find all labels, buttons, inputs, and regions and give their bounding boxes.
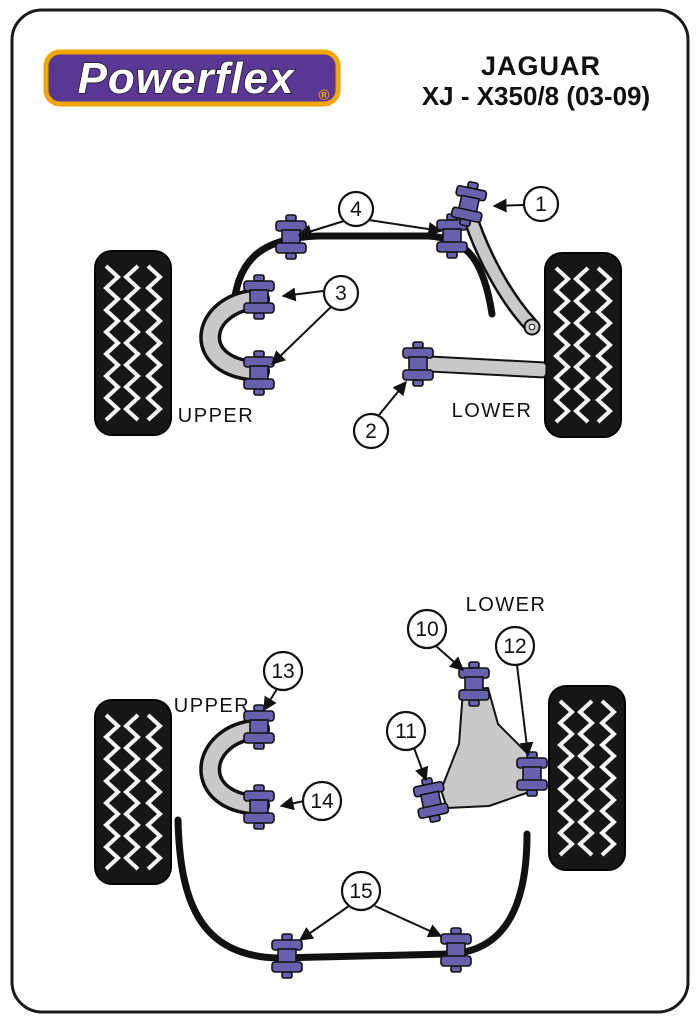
callout-11-number: 11 xyxy=(395,720,417,743)
front-drop-link-eye-hole xyxy=(528,323,536,331)
callout-10-circle xyxy=(406,608,448,650)
callout-15-circle xyxy=(340,870,382,912)
callout-14: 14 xyxy=(279,780,343,822)
rear-upper-arm xyxy=(202,721,267,813)
callout-15-arrow-left xyxy=(298,905,350,941)
rear-left-tire xyxy=(93,698,173,886)
callout-12: 12 xyxy=(494,625,536,757)
rear-lower-arm xyxy=(440,687,538,809)
callout-10-arrow xyxy=(435,645,465,671)
front-suspension-diagram: UPPER LOWER 4 1 3 2 xyxy=(93,177,623,450)
callout-13: 13 xyxy=(262,650,304,712)
callout-13-number: 13 xyxy=(271,660,294,683)
callout-1-circle xyxy=(522,185,560,223)
callout-2-circle xyxy=(352,412,390,450)
logo-box xyxy=(43,49,341,107)
vehicle-model: XJ - X350/8 (03-09) xyxy=(422,81,650,111)
callout-4: 4 xyxy=(297,190,443,238)
powerflex-logo: Powerflex ® xyxy=(43,49,341,107)
rear-right-tire xyxy=(547,684,627,872)
vehicle-make: JAGUAR xyxy=(481,51,601,81)
callout-2-number: 2 xyxy=(365,420,377,443)
front-upper-label: UPPER xyxy=(178,405,254,427)
callout-4-arrow-right xyxy=(368,219,443,237)
callout-2-arrow xyxy=(378,380,407,416)
callout-3-arrow-bottom xyxy=(270,305,333,365)
callout-10-number: 10 xyxy=(415,618,438,641)
rear-suspension-diagram: LOWER UPPER 10 12 11 13 xyxy=(93,594,627,980)
callout-3-circle xyxy=(322,274,360,312)
vehicle-header: JAGUAR XJ - X350/8 (03-09) xyxy=(422,51,650,111)
callout-15-arrow-right xyxy=(374,905,443,938)
callout-4-number: 4 xyxy=(350,198,362,221)
front-anti-roll-bar xyxy=(229,232,496,318)
callout-13-arrow xyxy=(263,688,278,712)
callout-11-circle xyxy=(385,710,427,752)
callout-12-arrow xyxy=(516,664,534,757)
callout-12-number: 12 xyxy=(503,635,526,658)
callout-1-arrow xyxy=(492,198,524,213)
callout-1-number: 1 xyxy=(535,193,547,216)
callout-2: 2 xyxy=(352,380,407,450)
callout-4-circle xyxy=(337,190,375,228)
callout-11-arrow xyxy=(413,747,429,782)
front-upper-arm xyxy=(202,291,267,379)
callout-1: 1 xyxy=(492,185,560,223)
callout-3-arrow-top xyxy=(281,287,324,302)
front-lower-label: LOWER xyxy=(452,400,533,422)
callout-14-number: 14 xyxy=(310,790,334,813)
callout-3: 3 xyxy=(270,274,360,365)
callout-14-arrow xyxy=(279,796,305,811)
callout-13-circle xyxy=(262,650,304,692)
callout-11: 11 xyxy=(385,710,429,782)
callout-12-circle xyxy=(494,625,536,667)
callout-14-circle xyxy=(301,780,343,822)
callout-15: 15 xyxy=(298,870,443,941)
front-drop-link xyxy=(463,207,536,330)
rear-lower-label: LOWER xyxy=(466,594,547,616)
callout-15-number: 15 xyxy=(349,880,372,903)
front-right-tire xyxy=(543,251,623,439)
callout-10: 10 xyxy=(406,608,465,671)
callout-3-number: 3 xyxy=(335,282,347,305)
logo-brand-text: Powerflex xyxy=(78,54,295,103)
logo-registered-mark: ® xyxy=(318,87,329,104)
front-left-tire xyxy=(93,249,173,437)
callout-4-arrow-left xyxy=(297,220,345,238)
rear-upper-label: UPPER xyxy=(174,695,250,717)
